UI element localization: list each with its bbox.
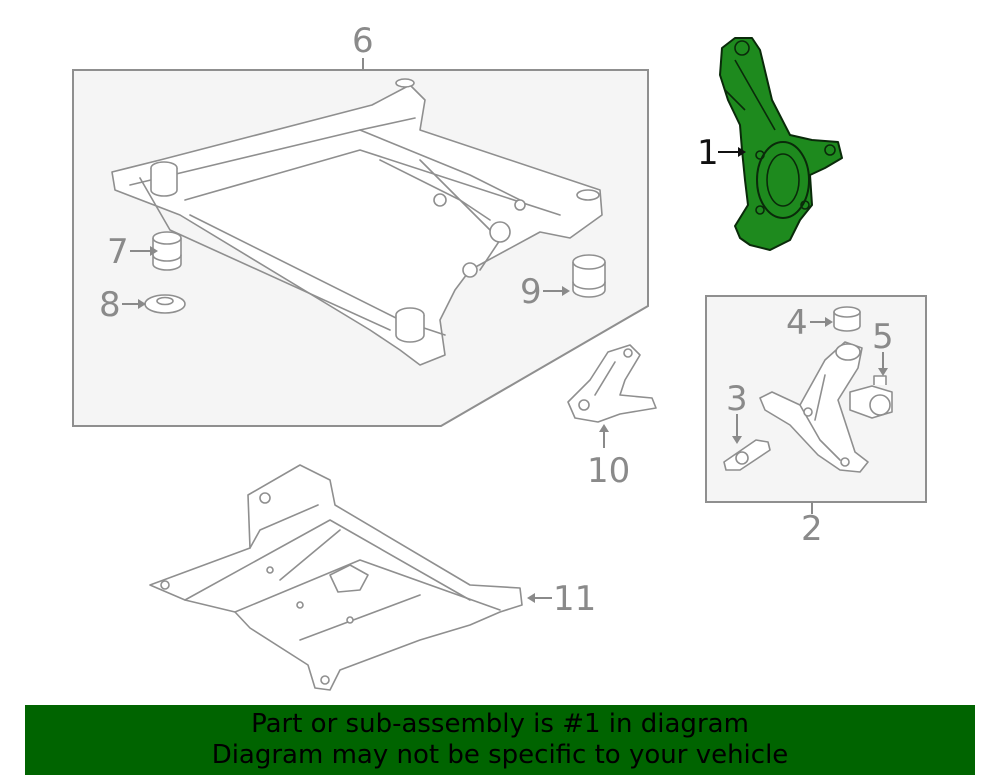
callout-4: 4 [786,303,808,343]
arrow-1 [738,147,746,157]
bushing-part-4 [833,306,861,332]
notice-line-2: Diagram may not be specific to your vehi… [211,740,789,770]
mount-bracket-part-10 [567,344,657,423]
arrow-11 [527,593,535,603]
under-cover-part-11 [149,464,523,691]
arrow-7 [150,246,158,256]
callout-6: 6 [352,21,374,61]
callout-3: 3 [726,379,748,419]
callout-7: 7 [107,232,129,272]
arrow-4 [825,317,833,327]
bushing-part-3 [723,439,771,471]
control-arm-part [759,341,869,473]
bushing-part-9 [572,254,606,298]
callout-1: 1 [697,133,719,173]
notice-line-1: Part or sub-assembly is #1 in diagram [251,709,749,739]
callout-8: 8 [99,285,121,325]
bushing-part-7 [152,231,182,271]
washer-part-8 [144,294,186,314]
callout-2: 2 [801,509,823,549]
arrow-8 [138,299,146,309]
crossmember-part [111,78,603,366]
arrow-5 [878,368,888,376]
notice-banner: Part or sub-assembly is #1 in diagram Di… [25,705,975,775]
callout-11: 11 [553,579,596,619]
callout-5: 5 [872,317,894,357]
arrow-10 [599,424,609,432]
steering-knuckle-part-1 [719,37,843,251]
arrow-9 [562,286,570,296]
callout-9: 9 [520,272,542,312]
arrow-3 [732,436,742,444]
ball-joint-part-5 [849,375,893,419]
callout-10: 10 [587,451,630,491]
